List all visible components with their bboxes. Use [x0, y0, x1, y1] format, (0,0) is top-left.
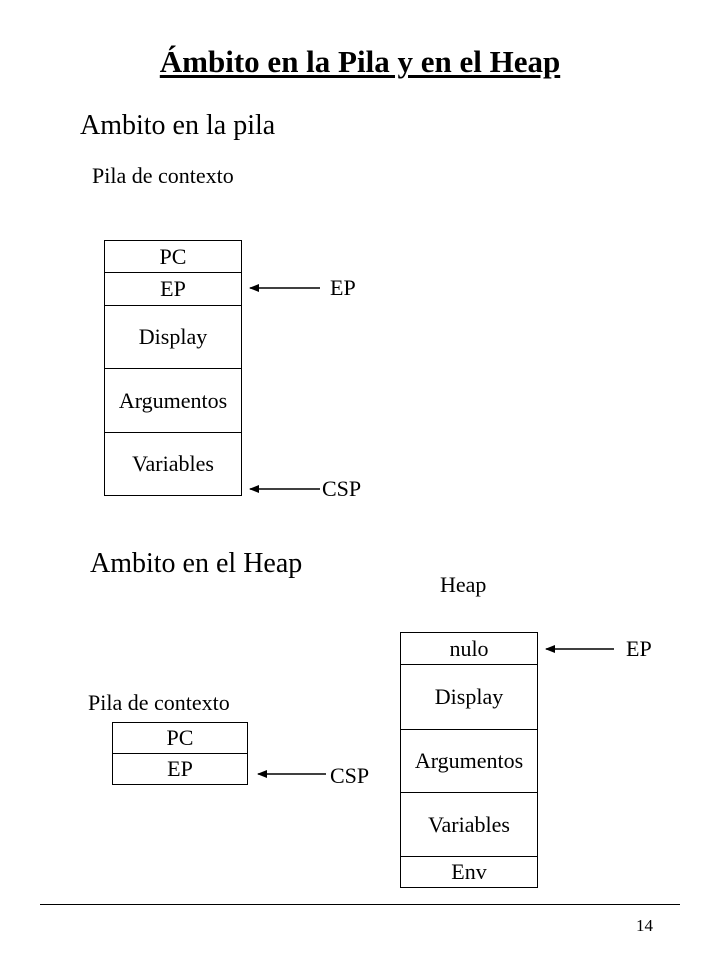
- heap-context-stack: PC EP: [112, 722, 248, 785]
- heap-cell-nulo: nulo: [401, 633, 537, 665]
- stack-cell-pc: PC: [105, 241, 241, 273]
- stack-csp-label: CSP: [322, 476, 362, 501]
- heap-frame: nulo Display Argumentos Variables Env: [400, 632, 538, 888]
- heap-stack-cell-ep: EP: [167, 756, 193, 781]
- heap-cell-variables: Variables: [401, 793, 537, 857]
- heap-stack-context-label: Pila de contexto: [88, 690, 230, 715]
- stack-context-label: Pila de contexto: [92, 163, 234, 188]
- heap-cell-argumentos: Argumentos: [401, 730, 537, 793]
- stack-ep-label: EP: [330, 275, 356, 300]
- heap-section-heading: Ambito en el Heap: [90, 548, 303, 579]
- heap-stack-cell-pc: PC: [113, 723, 247, 754]
- stack-cell-variables: Variables: [132, 451, 214, 476]
- stack-section-heading: Ambito en la pila: [80, 110, 276, 141]
- stack-cell-display: Display: [105, 306, 241, 369]
- page-title: Ámbito en la Pila y en el Heap: [159, 44, 561, 79]
- heap-ep-label: EP: [626, 636, 652, 661]
- heap-cell-env: Env: [451, 859, 487, 884]
- heap-label: Heap: [440, 572, 487, 597]
- heap-cell-display: Display: [401, 665, 537, 730]
- context-stack: PC EP Display Argumentos Variables: [104, 240, 242, 496]
- heap-csp-label: CSP: [330, 763, 370, 788]
- footer-rule: [40, 904, 680, 905]
- stack-cell-ep: EP: [105, 273, 241, 306]
- stack-cell-argumentos: Argumentos: [105, 369, 241, 433]
- page-number: 14: [636, 916, 653, 935]
